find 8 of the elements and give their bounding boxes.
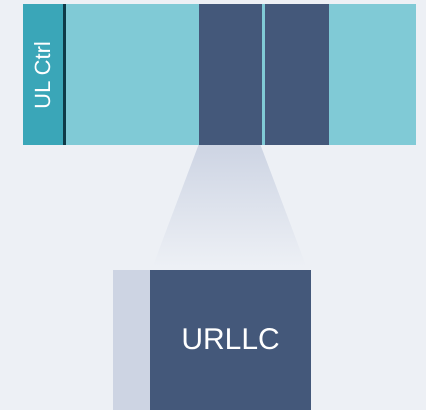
label-box <box>23 4 66 145</box>
label-box <box>150 270 311 410</box>
box-label: UL Ctrl <box>30 40 56 108</box>
block <box>199 4 262 145</box>
frame-band <box>23 4 416 145</box>
block <box>113 270 150 410</box>
box-label: URLLC <box>181 323 280 357</box>
block <box>265 4 329 145</box>
